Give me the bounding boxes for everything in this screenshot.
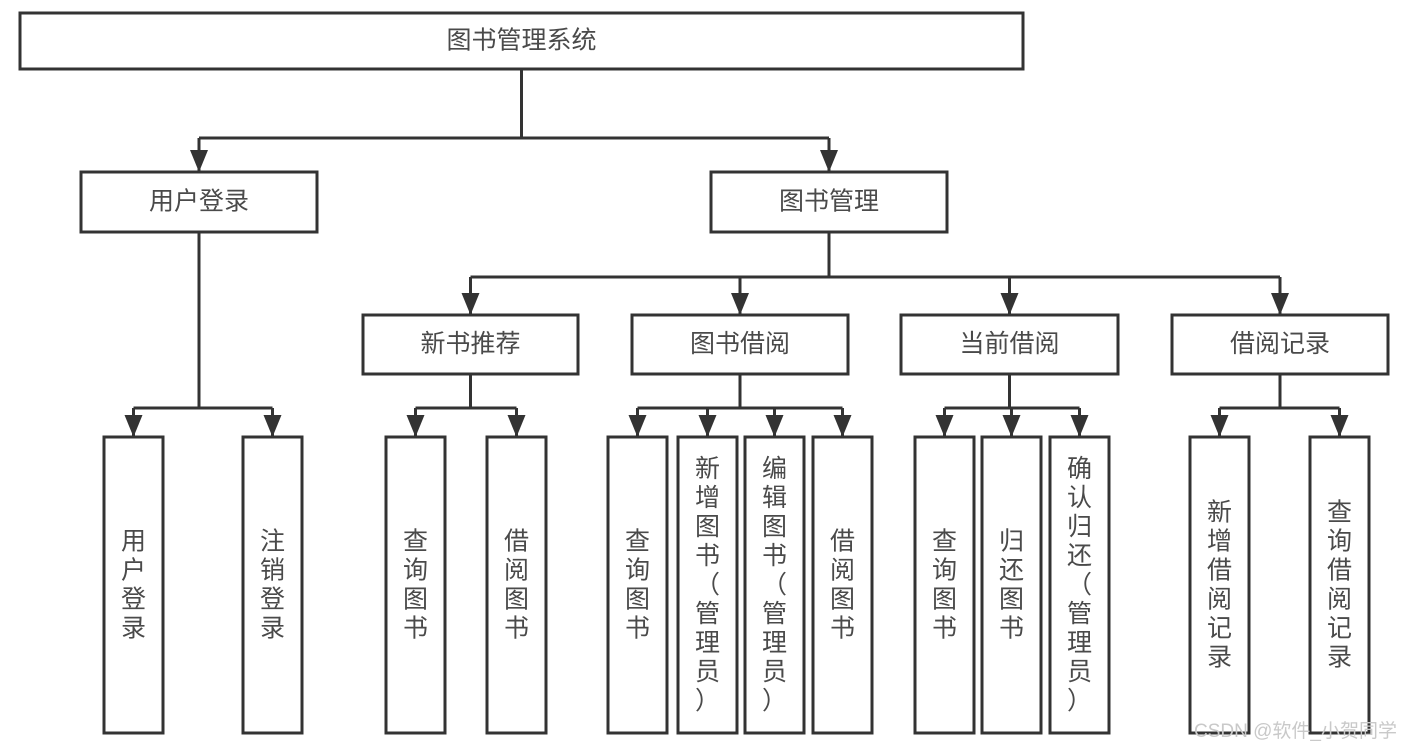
- node-label: 当前借阅: [959, 330, 1059, 358]
- arrow-head-icon: [190, 150, 208, 172]
- node-label: 借阅图书: [830, 528, 855, 643]
- node-box[interactable]: [102, 435, 165, 735]
- arrow-head-icon: [1330, 415, 1349, 437]
- node-leaf-5[interactable]: 新增图书（管理员）: [676, 435, 739, 735]
- node-leaf-7[interactable]: 借阅图书: [811, 435, 874, 735]
- node-label: 借阅记录: [1230, 330, 1330, 358]
- node-box[interactable]: [384, 435, 447, 735]
- node-label: 图书借阅: [690, 330, 790, 358]
- node-leaf-6[interactable]: 编辑图书（管理员）: [743, 435, 806, 735]
- connector-layer: [124, 69, 1349, 437]
- arrow-head-icon: [820, 150, 838, 172]
- node-label: 借阅图书: [504, 528, 529, 643]
- node-label: 图书管理系统: [446, 27, 596, 55]
- arrow-head-icon: [1002, 415, 1021, 437]
- node-box[interactable]: [79, 170, 319, 234]
- node-label: 用户登录: [121, 528, 146, 643]
- node-level3-3[interactable]: 借阅记录: [1170, 313, 1390, 376]
- node-label: 查询图书: [932, 528, 957, 643]
- arrow-head-icon: [833, 415, 852, 437]
- node-box[interactable]: [743, 435, 806, 735]
- arrow-head-icon: [406, 415, 425, 437]
- node-label: 新增图书（管理员）: [695, 455, 720, 715]
- arrow-head-icon: [935, 415, 954, 437]
- arrow-head-icon: [263, 415, 282, 437]
- arrow-head-icon: [1070, 415, 1089, 437]
- node-level3-0[interactable]: 新书推荐: [361, 313, 580, 376]
- node-label: 查询借阅记录: [1327, 499, 1352, 672]
- arrow-head-icon: [1271, 293, 1289, 315]
- node-box[interactable]: [899, 313, 1120, 376]
- node-box[interactable]: [676, 435, 739, 735]
- node-label: 新增借阅记录: [1207, 499, 1232, 672]
- node-box[interactable]: [709, 170, 949, 234]
- node-leaf-12[interactable]: 查询借阅记录: [1308, 435, 1371, 735]
- node-leaf-3[interactable]: 借阅图书: [485, 435, 548, 735]
- node-box[interactable]: [1048, 435, 1111, 735]
- node-leaf-11[interactable]: 新增借阅记录: [1188, 435, 1251, 735]
- arrow-head-icon: [507, 415, 526, 437]
- node-leaf-4[interactable]: 查询图书: [606, 435, 669, 735]
- node-label: 图书管理: [779, 188, 879, 216]
- node-label: 注销登录: [260, 528, 285, 643]
- node-leaf-10[interactable]: 确认归还（管理员）: [1048, 435, 1111, 735]
- node-label: 用户登录: [149, 188, 249, 216]
- node-label: 编辑图书（管理员）: [762, 455, 787, 715]
- node-box[interactable]: [606, 435, 669, 735]
- node-leaf-2[interactable]: 查询图书: [384, 435, 447, 735]
- node-box[interactable]: [241, 435, 304, 735]
- node-level2-0[interactable]: 用户登录: [79, 170, 319, 234]
- node-label: 查询图书: [403, 528, 428, 643]
- node-box[interactable]: [913, 435, 976, 735]
- arrow-head-icon: [1000, 293, 1019, 315]
- node-box[interactable]: [811, 435, 874, 735]
- arrow-head-icon: [731, 293, 749, 315]
- node-leaf-0[interactable]: 用户登录: [102, 435, 165, 735]
- arrow-head-icon: [628, 415, 647, 437]
- node-leaf-8[interactable]: 查询图书: [913, 435, 976, 735]
- node-box[interactable]: [1308, 435, 1371, 735]
- node-label: 新书推荐: [420, 330, 520, 358]
- node-box[interactable]: [1170, 313, 1390, 376]
- arrow-head-icon: [1210, 415, 1229, 437]
- node-leaf-1[interactable]: 注销登录: [241, 435, 304, 735]
- node-layer: 图书管理系统用户登录图书管理新书推荐图书借阅当前借阅借阅记录用户登录注销登录查询…: [18, 11, 1390, 735]
- node-box[interactable]: [1188, 435, 1251, 735]
- node-label: 查询图书: [625, 528, 650, 643]
- node-box[interactable]: [630, 313, 850, 376]
- node-level3-2[interactable]: 当前借阅: [899, 313, 1120, 376]
- node-box[interactable]: [980, 435, 1043, 735]
- node-label: 确认归还（管理员）: [1067, 455, 1092, 715]
- node-level3-1[interactable]: 图书借阅: [630, 313, 850, 376]
- arrow-head-icon: [124, 415, 143, 437]
- arrow-head-icon: [765, 415, 784, 437]
- node-label: 归还图书: [999, 528, 1024, 643]
- node-root-0[interactable]: 图书管理系统: [18, 11, 1025, 71]
- node-box[interactable]: [18, 11, 1025, 71]
- node-level2-1[interactable]: 图书管理: [709, 170, 949, 234]
- arrow-head-icon: [698, 415, 717, 437]
- node-box[interactable]: [485, 435, 548, 735]
- node-leaf-9[interactable]: 归还图书: [980, 435, 1043, 735]
- node-box[interactable]: [361, 313, 580, 376]
- arrow-head-icon: [461, 293, 480, 315]
